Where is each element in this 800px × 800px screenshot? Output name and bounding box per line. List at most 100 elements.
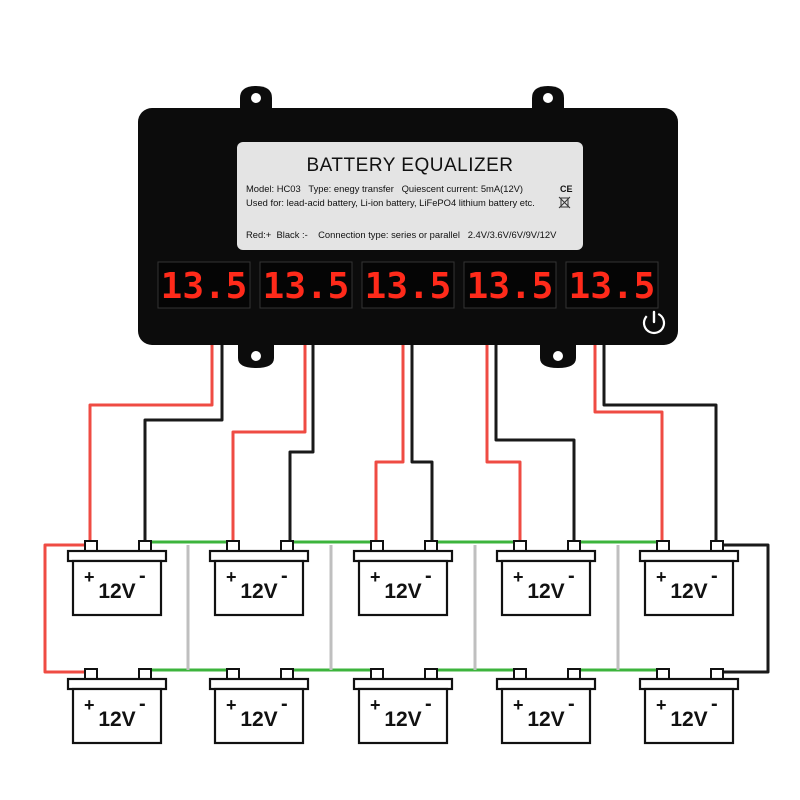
led-display-1-frame [157, 261, 251, 309]
battery-1-1: + -12V [66, 540, 168, 617]
battery-lid [208, 549, 310, 563]
battery-voltage-label: 12V [527, 708, 564, 731]
battery-case [71, 559, 163, 617]
battery-plus-sign: + [370, 567, 381, 587]
battery-lid [495, 677, 597, 691]
black-wire-5 [602, 345, 718, 540]
battery-negative-terminal [710, 540, 724, 552]
battery-negative-terminal [424, 540, 438, 552]
black-wire-2 [288, 345, 315, 540]
battery-minus-sign: - [711, 565, 718, 587]
equalizer-title: BATTERY EQUALIZER [307, 155, 514, 176]
battery-voltage-label: 12V [98, 580, 135, 603]
battery-minus-sign: - [568, 693, 575, 715]
led-display-4: 13.5 [467, 266, 554, 307]
battery-minus-sign: - [425, 693, 432, 715]
battery-minus-sign: - [568, 565, 575, 587]
red-wire-4 [485, 345, 522, 540]
battery-case [71, 687, 163, 745]
black-wire-3 [410, 345, 434, 540]
battery-plus-sign: + [370, 695, 381, 715]
mount-hole-bottom-left [251, 351, 261, 361]
battery-plus-sign: + [513, 567, 524, 587]
power-button-ring[interactable] [641, 310, 668, 337]
battery-bank: +-12V+-12V+-12V+-12V+-12V+-12V+-12V+-12V… [66, 540, 740, 745]
battery-plus-sign: + [84, 695, 95, 715]
battery-positive-terminal [513, 540, 527, 552]
led-display-3-frame [361, 261, 455, 309]
series-red-link [43, 543, 90, 674]
black-wire-4 [494, 345, 576, 540]
red-wire-3 [374, 345, 405, 540]
battery-1-2: +-12V [208, 540, 310, 617]
led-display-1: 13.5 [161, 266, 248, 307]
battery-positive-terminal [656, 668, 670, 680]
led-display-2: 13.5 [263, 266, 350, 307]
ce-mark: CE [560, 184, 573, 194]
battery-case [500, 687, 592, 745]
series-black-link [716, 543, 770, 674]
battery-plus-sign: + [656, 695, 667, 715]
black-wire-1 [143, 345, 224, 540]
battery-positive-terminal [226, 540, 240, 552]
battery-voltage-label: 12V [527, 580, 564, 603]
battery-positive-terminal [513, 668, 527, 680]
battery-negative-terminal [138, 668, 152, 680]
battery-plus-sign: + [513, 695, 524, 715]
battery-positive-terminal [370, 668, 384, 680]
battery-negative-terminal [280, 540, 294, 552]
battery-minus-sign: - [139, 565, 146, 587]
red-wire-2 [231, 345, 307, 540]
battery-2-4: + -12V [495, 668, 597, 745]
battery-2-1: +-12V [66, 668, 168, 745]
equalizer-device: BATTERY EQUALIZER Model: HC03 Type: eneg… [138, 86, 678, 368]
battery-voltage-label: 12V [670, 580, 707, 603]
red-wire-5 [593, 345, 664, 540]
battery-lid [208, 677, 310, 691]
led-display-5: 13.5 [569, 266, 656, 307]
battery-plus-sign: + [226, 695, 237, 715]
battery-minus-sign: - [425, 565, 432, 587]
label-line-model: Model: HC03 Type: enegy transfer Quiesce… [246, 183, 523, 194]
label-plate [237, 142, 583, 250]
battery-voltage-label: 12V [384, 708, 421, 731]
battery-negative-terminal [567, 668, 581, 680]
power-button[interactable] [641, 310, 668, 337]
battery-positive-terminal [656, 540, 670, 552]
battery-minus-sign: - [139, 693, 146, 715]
label-line-wiring: Red:+ Black :- Connection type: series o… [246, 229, 557, 240]
battery-lid [638, 549, 740, 563]
battery-negative-terminal [424, 668, 438, 680]
mount-hole-top-right [543, 93, 553, 103]
mount-hole-bottom-right [553, 351, 563, 361]
battery-lid [495, 549, 597, 563]
battery-negative-terminal [567, 540, 581, 552]
battery-case [357, 687, 449, 745]
led-display-3: 13.5 [365, 266, 452, 307]
battery-positive-terminal [370, 540, 384, 552]
battery-1-4: + -12V [495, 540, 597, 617]
battery-voltage-label: 12V [240, 580, 277, 603]
battery-2-3: + -12V [352, 668, 454, 745]
mount-hole-top-left [251, 93, 261, 103]
battery-2-2: +-12V [208, 668, 310, 745]
battery-minus-sign: - [711, 693, 718, 715]
battery-positive-terminal [84, 540, 98, 552]
battery-case [213, 559, 305, 617]
battery-case [357, 559, 449, 617]
battery-case [213, 687, 305, 745]
battery-positive-terminal [84, 668, 98, 680]
battery-case [643, 559, 735, 617]
led-display-5-frame [565, 261, 659, 309]
battery-lid [638, 677, 740, 691]
led-display-2-frame [259, 261, 353, 309]
battery-plus-sign: + [84, 567, 95, 587]
battery-lid [352, 549, 454, 563]
battery-voltage-label: 12V [670, 708, 707, 731]
label-line-usage: Used for: lead-acid battery, Li-ion batt… [246, 197, 535, 208]
battery-lid [66, 549, 168, 563]
battery-voltage-label: 12V [240, 708, 277, 731]
recycle-bin-icon [558, 196, 571, 209]
battery-1-5: +-12V [638, 540, 740, 617]
